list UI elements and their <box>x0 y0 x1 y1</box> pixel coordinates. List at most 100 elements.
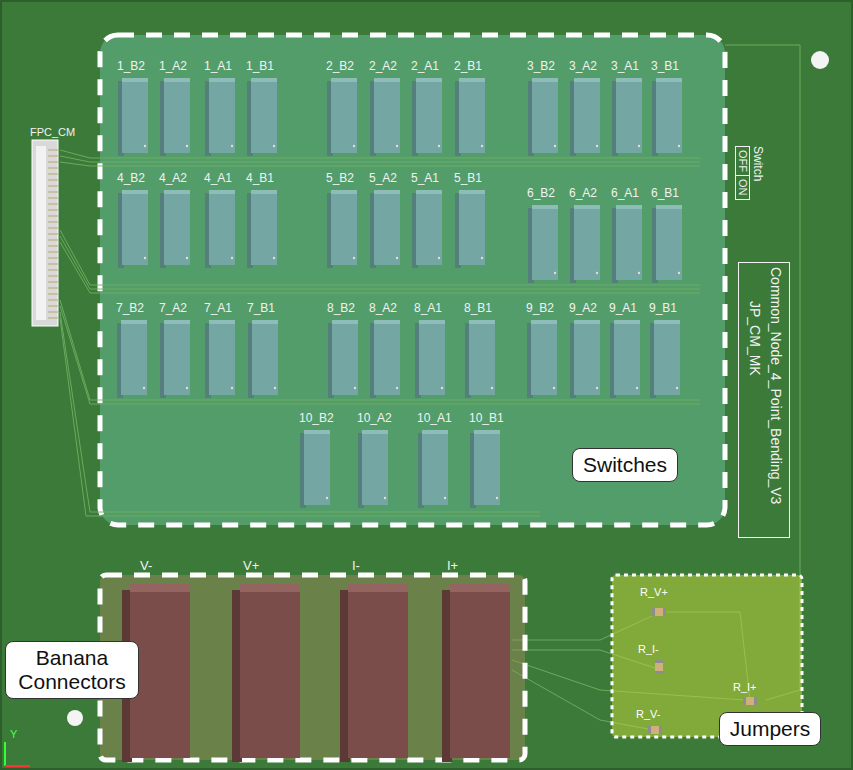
switch-label: 5_A2 <box>369 172 397 185</box>
fpc-connector <box>32 140 58 326</box>
switch-symbol <box>570 205 600 283</box>
switch-symbol <box>370 190 400 268</box>
switch-label: 1_B2 <box>117 60 145 73</box>
jumper-label: R_I- <box>638 643 659 655</box>
switch-symbol <box>610 320 640 398</box>
switch-label: 4_A2 <box>159 172 187 185</box>
switch-symbol <box>470 430 500 508</box>
switch-label: 4_A1 <box>204 171 232 185</box>
switch-symbol <box>455 190 485 268</box>
switch-label: 4_B2 <box>117 171 145 185</box>
axis-label: Y <box>10 728 17 740</box>
jumper-label: R_V+ <box>640 586 668 598</box>
mounting-hole <box>67 710 83 726</box>
switch-symbol <box>248 320 278 398</box>
switch-symbol <box>412 190 442 268</box>
switch-label: 5_A1 <box>411 171 439 185</box>
switch-label: 10_B2 <box>299 411 334 425</box>
resistor-symbol <box>652 608 666 616</box>
switch-symbol <box>528 78 558 156</box>
switch-symbol <box>205 190 235 268</box>
switch-label: 1_A2 <box>159 59 187 73</box>
switch-symbol <box>358 430 388 508</box>
switch-outline: OFFON <box>735 146 750 200</box>
switch-label: 10_A1 <box>417 411 452 425</box>
switch-label: 6_A1 <box>611 187 639 200</box>
switch-label: 3_A1 <box>611 59 639 73</box>
callout-text: Banana Connectors <box>16 646 128 694</box>
jumper-label: R_V- <box>636 708 660 720</box>
terminal-label: V- <box>140 558 152 573</box>
switch-symbol <box>117 320 147 398</box>
switch-symbol <box>370 320 400 398</box>
switch-symbol <box>118 78 148 156</box>
switch-symbol <box>118 190 148 268</box>
switch-label: 8_B1 <box>464 301 492 315</box>
switch-symbol <box>205 320 235 398</box>
switch-label: 2_B1 <box>454 60 482 73</box>
jumper-silkscreen-box: Common_Node_4_Point_Bending_V3JP_CM_MK <box>738 262 790 538</box>
switch-label: 1_B2 <box>117 59 145 73</box>
switch-label: 7_B1 <box>247 302 275 315</box>
terminal-label: I+ <box>447 558 458 573</box>
switch-symbol <box>465 320 495 398</box>
callout-text: Switches <box>583 453 667 477</box>
callout-text: Jumpers <box>730 717 811 741</box>
switch-label: 10_B2 <box>299 412 334 425</box>
switch-label: 10_A2 <box>357 412 392 425</box>
switch-label: 4_B1 <box>246 171 274 185</box>
switch-label: 1_A1 <box>204 59 232 73</box>
fpc-pins <box>48 150 58 318</box>
switch-symbol <box>300 430 330 508</box>
switch-label: 8_B1 <box>464 302 492 315</box>
switch-symbol <box>570 78 600 156</box>
mounting-hole <box>811 51 829 69</box>
switch-label: 9_A2 <box>569 302 597 315</box>
switch-label: 9_A1 <box>609 302 637 315</box>
switch-label: 4_A2 <box>159 171 187 185</box>
switch-symbol <box>205 78 235 156</box>
switch-label: 8_A1 <box>414 302 442 315</box>
switch-label: 9_A2 <box>569 301 597 315</box>
switch-components <box>117 78 682 508</box>
terminal-label: V+ <box>243 559 259 573</box>
switch-label: 2_A1 <box>411 59 439 73</box>
switch-symbol <box>370 78 400 156</box>
switch-label: 8_B2 <box>327 302 355 315</box>
switch-symbol <box>612 78 642 156</box>
region-callout: Switches <box>572 448 678 482</box>
switch-label: 2_A2 <box>369 60 397 73</box>
switch-symbol <box>327 190 357 268</box>
switch-label: 1_A2 <box>159 60 187 73</box>
banana-connector-symbol <box>442 584 510 762</box>
terminal-label: I- <box>352 559 360 573</box>
switch-label: 1_B1 <box>246 60 274 73</box>
switch-label: 7_B2 <box>116 301 144 315</box>
switch-label: 8_B2 <box>327 301 355 315</box>
switch-silkscreen: SwitchOFFON <box>735 146 764 200</box>
terminal-label: V+ <box>243 558 259 573</box>
switch-label: 5_A1 <box>411 172 439 185</box>
switch-symbol <box>570 320 600 398</box>
switch-label: 4_B1 <box>246 172 274 185</box>
silkscreen-text: Common_Node_4_Point_Bending_V3 <box>765 267 786 531</box>
switch-label: 8_A2 <box>369 301 397 315</box>
switch-position: OFF <box>736 147 749 175</box>
resistor-symbol <box>648 726 662 734</box>
switches-region <box>100 35 725 525</box>
switch-label: 3_B2 <box>527 60 555 73</box>
switch-symbol <box>418 430 448 508</box>
switch-symbol <box>652 78 682 156</box>
axis-y <box>4 742 6 766</box>
region-callout: Banana Connectors <box>5 641 139 699</box>
switch-symbol <box>415 320 445 398</box>
switch-symbol <box>412 78 442 156</box>
switch-label: 5_B2 <box>326 172 354 185</box>
switch-label: 9_A1 <box>609 301 637 315</box>
switch-label: 6_B1 <box>651 187 679 200</box>
axis-label: Y <box>10 728 17 740</box>
resistor-symbol <box>655 660 663 674</box>
